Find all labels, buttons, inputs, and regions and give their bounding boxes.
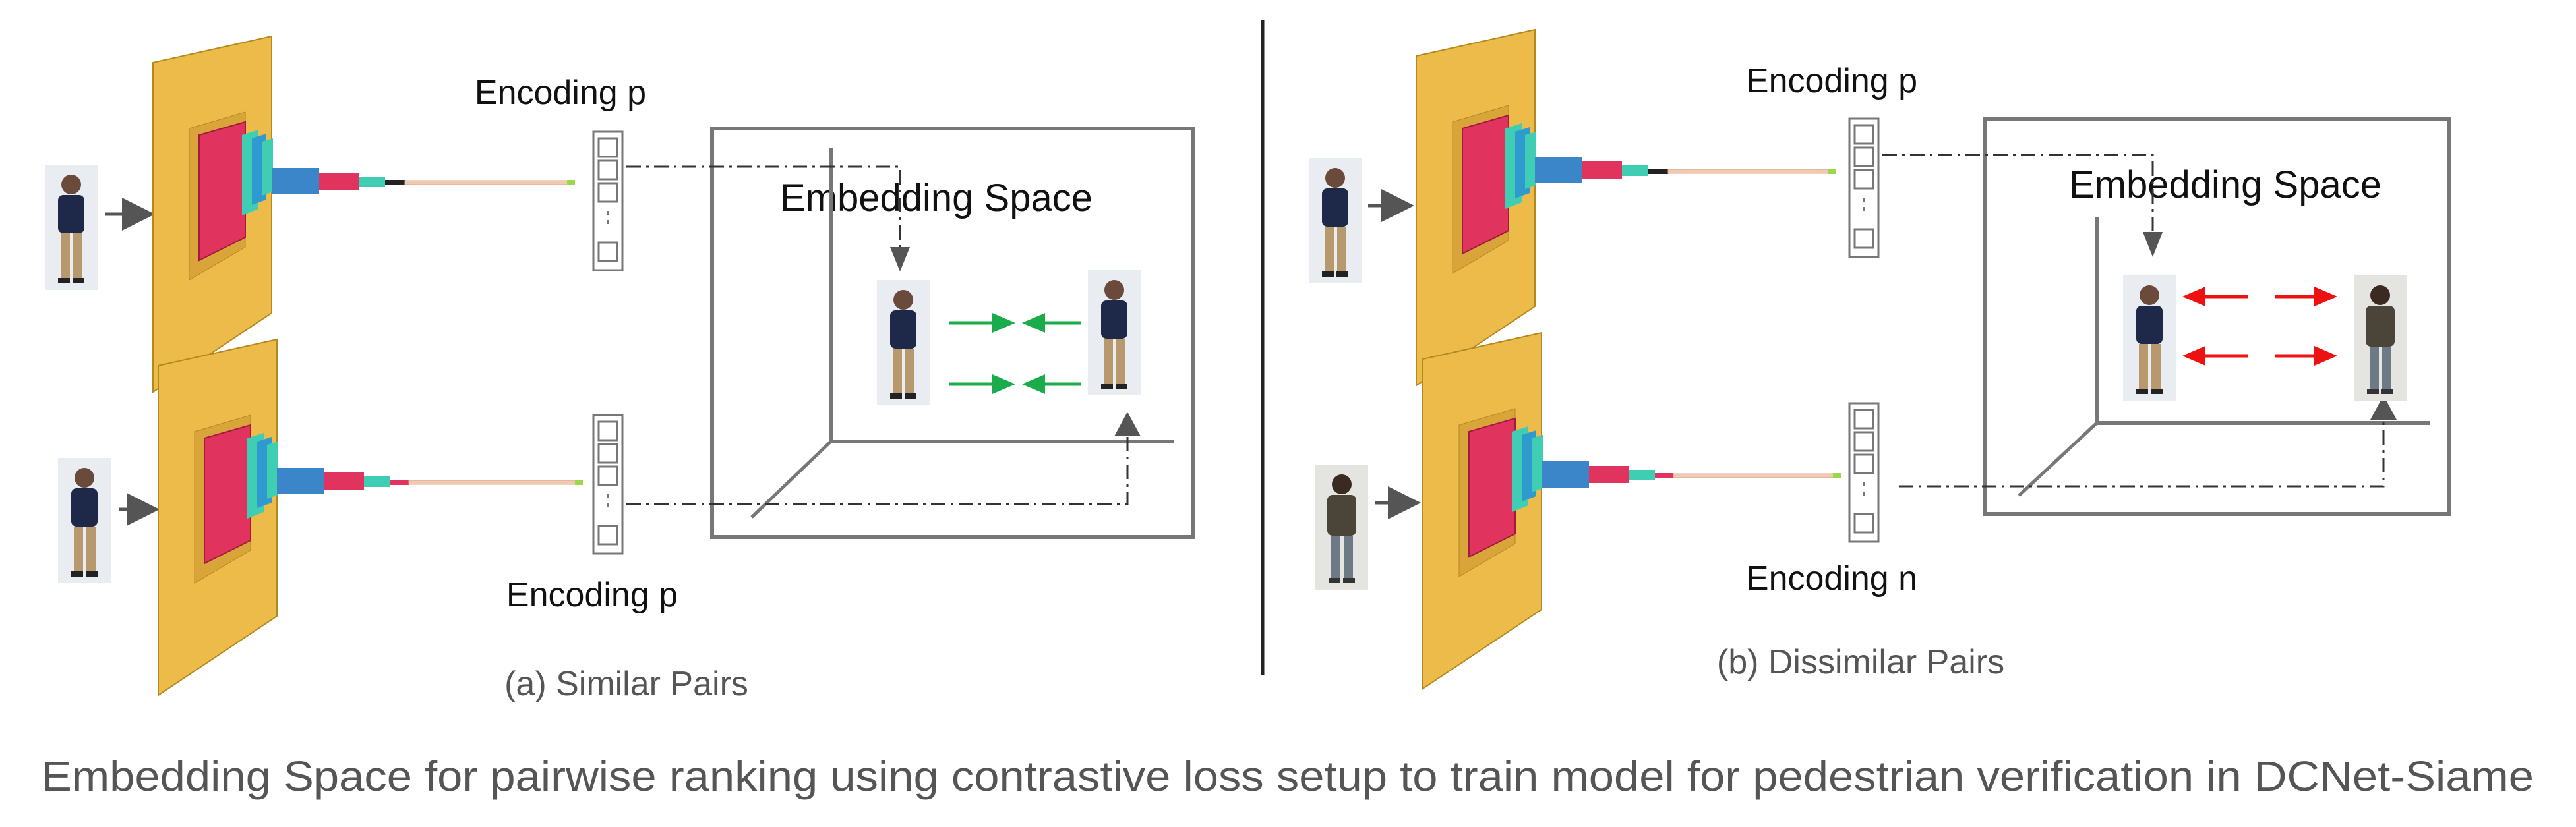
encoding-label-a-top: Encoding p: [475, 74, 646, 112]
input-image-a-top: [45, 165, 98, 290]
axis-depth: [2018, 422, 2098, 497]
panel-caption-b: (b) Dissimilar Pairs: [1717, 643, 2004, 681]
embedding-space-frame-a: [710, 127, 1195, 539]
cnn-encoder-a-top: [152, 36, 274, 393]
connector-line: [1899, 412, 2385, 488]
input-image-a-bottom: [58, 458, 111, 583]
input-image-b-bottom: [1315, 465, 1368, 590]
layer-stack: [277, 468, 583, 494]
encoding-vector-a-bottom: [592, 414, 624, 555]
encoding-label-a-bottom: Encoding p: [506, 576, 678, 614]
panel-caption-a: (a) Similar Pairs: [504, 665, 748, 703]
connector-line: [626, 428, 1129, 505]
attract-arrowhead: [992, 374, 1015, 394]
panel-b: Encoding p Encoding n Embedding Space (b…: [1309, 29, 2451, 689]
attract-arrowhead: [1022, 374, 1045, 394]
panel-a: Encoding p Encoding p Embedding Space (a…: [45, 36, 1195, 703]
connector-arrowhead: [2370, 395, 2397, 420]
figure-caption: Embedding Space for pairwise ranking usi…: [42, 753, 2534, 800]
cnn-encoder-b-bottom: [1422, 332, 1543, 689]
embedded-image-a-right: [1088, 270, 1141, 395]
connector-arrowhead: [890, 247, 910, 271]
encoding-label-b-bottom: Encoding n: [1746, 559, 1917, 598]
embedded-image-a-left: [877, 280, 930, 405]
embedded-image-b-left: [2123, 275, 2176, 401]
connector-line: [626, 165, 901, 260]
cnn-encoder-a-bottom: [158, 339, 279, 696]
repel-arrowhead: [2314, 287, 2337, 306]
repel-arrowhead: [2314, 346, 2337, 366]
embedding-space-title-a: Embedding Space: [780, 177, 1093, 219]
repel-arrowhead: [2182, 287, 2205, 306]
encoding-vector-a-top: [592, 130, 624, 271]
embedding-space-title-b: Embedding Space: [2069, 163, 2381, 206]
input-image-b-top: [1309, 158, 1362, 283]
connector-arrowhead: [1114, 412, 1141, 436]
axis-depth: [750, 440, 832, 519]
embedding-space-frame-b: [1983, 117, 2451, 516]
encoding-vector-b-top: [1848, 117, 1880, 258]
encoding-label-b-top: Encoding p: [1746, 62, 1917, 100]
repel-arrowhead: [2182, 346, 2205, 366]
repel-arrows: [2182, 287, 2337, 366]
layer-stack: [272, 168, 575, 194]
cnn-encoder-b-top: [1416, 29, 1537, 386]
attract-arrowhead: [1022, 313, 1045, 333]
layer-stack: [1535, 157, 1836, 183]
attract-arrows: [949, 313, 1081, 394]
connector-arrowhead: [2143, 232, 2163, 257]
embedded-image-b-right: [2354, 275, 2407, 401]
connector-line: [1882, 154, 2154, 242]
attract-arrowhead: [992, 313, 1015, 333]
encoding-vector-b-bottom: [1848, 402, 1880, 543]
layer-stack: [1542, 461, 1841, 488]
